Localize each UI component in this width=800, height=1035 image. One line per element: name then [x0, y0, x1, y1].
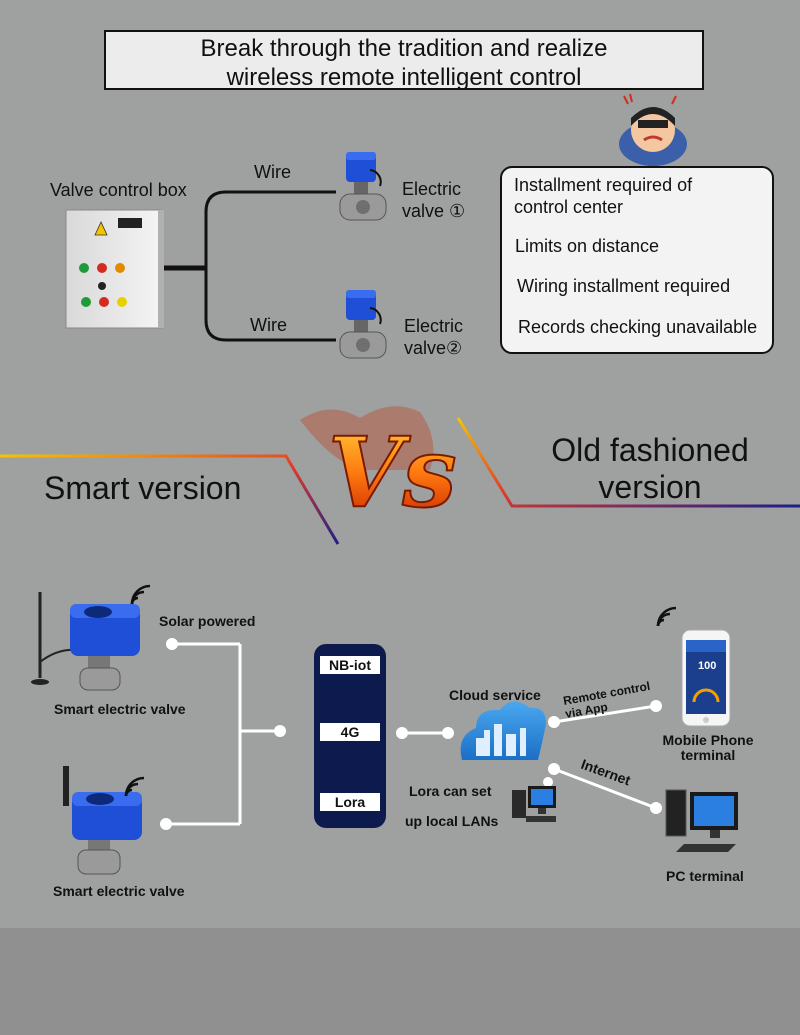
red-lamp-icon: [97, 263, 107, 273]
smart-valve-top-label: Smart electric valve: [54, 701, 186, 717]
lora-label-line-2: up local LANs: [405, 813, 499, 829]
electric-valve-2-icon: [339, 290, 387, 359]
network-options-panel: NB-iot 4G Lora: [314, 644, 386, 828]
old-label-line-2: version: [598, 469, 702, 505]
phone-screen-value: 100: [698, 660, 716, 672]
smart-valve-bottom-label: Smart electric valve: [53, 883, 185, 899]
wire-label-1: Wire: [254, 162, 291, 182]
mobile-phone-terminal-label: Mobile Phone terminal: [660, 733, 756, 763]
issue-item: Installment required of: [514, 175, 693, 195]
vs-text: Vs: [328, 416, 457, 529]
stressed-person-icon: [619, 93, 687, 166]
pc-terminal-label: PC terminal: [666, 868, 744, 884]
vs-divider-lines: [0, 417, 800, 545]
valve-1-line-2: valve ①: [402, 201, 466, 221]
pc-terminal-icon: [665, 789, 738, 852]
title-line-1: Break through the tradition and realize: [200, 35, 608, 62]
cloud-service-label: Cloud service: [449, 687, 541, 703]
bottom-band: [0, 928, 800, 1035]
valve-control-box-label: Valve control box: [50, 180, 187, 200]
smart-version-label: Smart version: [44, 470, 242, 506]
issue-item: control center: [514, 197, 624, 217]
amber-lamp-icon: [115, 263, 125, 273]
wifi-signal-icon: [124, 776, 145, 797]
wifi-signal-icon: [130, 584, 151, 605]
wire-connections: [164, 190, 336, 342]
old-label-line-1: Old fashioned: [551, 432, 749, 468]
wifi-signal-icon: [656, 606, 677, 627]
network-option-4g: 4G: [320, 723, 380, 741]
connector-dots: [160, 638, 662, 830]
network-option-lora: Lora: [320, 793, 380, 811]
electric-valve-1-label: Electric valve ①: [402, 178, 465, 222]
issue-item: Wiring installment required: [517, 276, 731, 296]
wire-label-2: Wire: [250, 315, 287, 335]
vs-fire-graphic: Vs: [300, 406, 458, 530]
solar-powered-label: Solar powered: [159, 613, 256, 629]
valve-2-line-2: valve②: [404, 338, 463, 358]
cloud-service-icon: [460, 701, 546, 760]
old-fashioned-version-label: Old fashioned version: [550, 432, 750, 506]
network-option-nbiot: NB-iot: [320, 656, 380, 674]
title-box: Break through the tradition and realize …: [104, 30, 704, 91]
valve-control-box: [65, 209, 164, 329]
limitations-box: Installment required of control center L…: [500, 166, 774, 354]
smart-electric-valve-top-icon: [31, 592, 140, 691]
issue-item: Limits on distance: [515, 236, 660, 256]
phone-label-line-1: Mobile Phone: [662, 732, 754, 748]
lora-label-line-1: Lora can set: [409, 783, 492, 799]
valve-1-line-1: Electric: [402, 179, 462, 199]
title-line-2: wireless remote intelligent control: [226, 64, 582, 91]
smart-connectors: [172, 642, 657, 826]
internet-label: Internet: [579, 756, 633, 789]
green-lamp-icon: [79, 263, 89, 273]
selector-knob-icon: [98, 282, 106, 290]
smart-electric-valve-bottom-icon: [63, 766, 142, 875]
phone-label-line-2: terminal: [680, 747, 736, 763]
electric-valve-2-label: Electric valve②: [404, 315, 463, 359]
electric-valve-1-icon: [339, 152, 387, 221]
warning-icon: [94, 221, 108, 236]
mobile-phone-icon: [681, 629, 731, 727]
issue-item: Records checking unavailable: [518, 317, 758, 337]
local-pc-icon: [512, 786, 556, 822]
valve-2-line-1: Electric: [404, 316, 464, 336]
